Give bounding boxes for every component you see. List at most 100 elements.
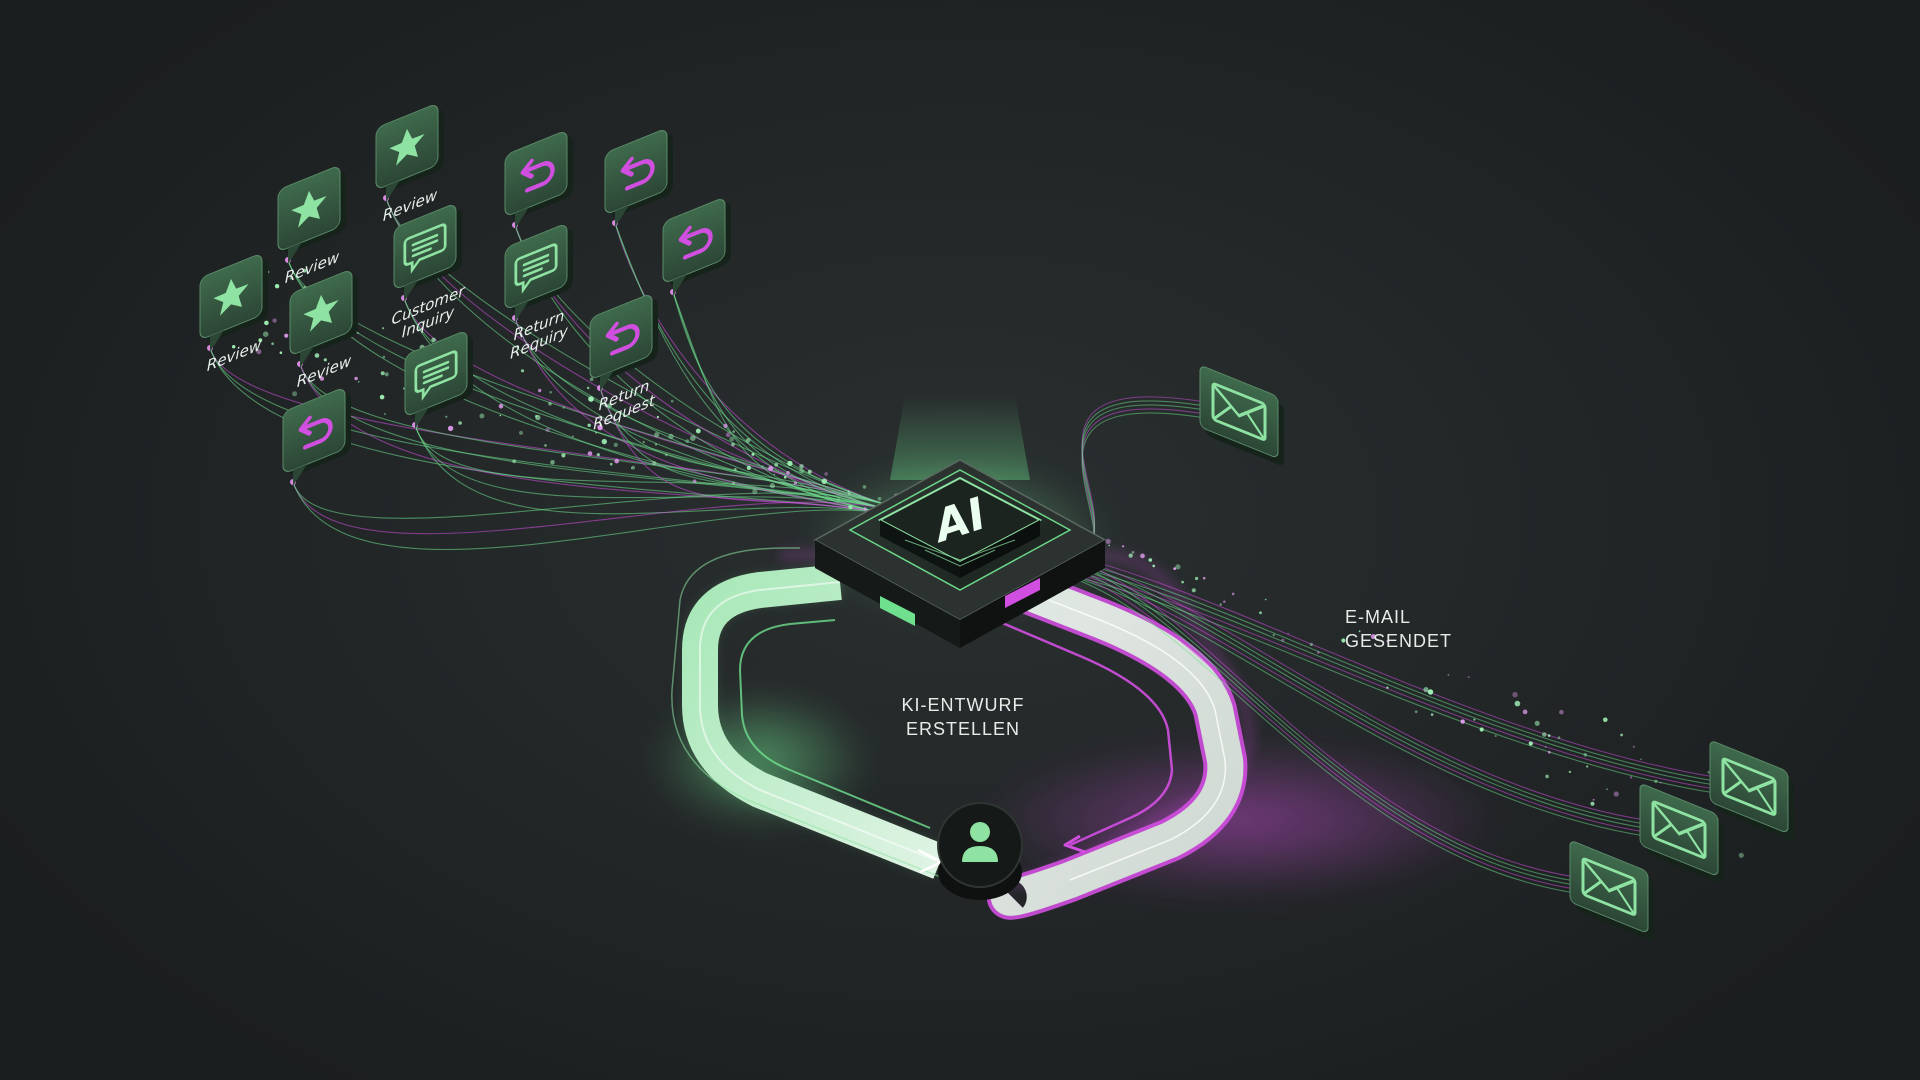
particle-dot [1547,734,1551,737]
human-review-node [937,802,1023,900]
step-sent-label: E-MAIL GESENDET [1345,607,1452,651]
particle-dot [588,396,594,402]
particle-dot [1191,588,1196,593]
particle-dot [562,406,565,409]
particle-dot [1548,750,1551,754]
card-face [589,295,653,378]
particle-dot [1467,676,1470,678]
card-face [282,389,346,472]
particle-dot [1287,632,1289,635]
particle-dot [549,391,552,394]
particle-dot [652,461,657,466]
particle-dot [609,462,613,466]
review-loop-track [671,547,1254,920]
particle-dot [1202,576,1206,580]
particle-dot [601,438,607,445]
stream-line [514,317,891,507]
input-card-review: Review [375,105,444,225]
particle-dot [668,433,674,440]
envelope-face [1639,784,1719,876]
output-envelope-card [1199,366,1284,465]
ai-hub: AI [810,395,1110,648]
particle-dot [656,415,660,419]
particle-dot [729,436,735,442]
particle-dot [586,386,590,390]
particle-dot [1528,741,1533,746]
particle-dot [550,460,555,465]
particle-dot [571,435,574,438]
particle-dot [752,488,758,495]
input-card-return [604,130,673,227]
particle-dot [272,318,277,323]
output-stream-line [1039,564,1576,890]
particle-dot [561,453,566,458]
particle-dot [774,462,779,467]
particle-dot [1173,567,1177,570]
particle-dot [1386,640,1389,643]
particle-dot [544,444,547,447]
particle-dot [1473,718,1476,721]
output-envelope-card [1639,784,1724,883]
output-stream-line [1039,559,1576,886]
stream-line [614,222,891,511]
particle-dot [1632,745,1635,748]
input-card-inquiry [404,332,473,429]
stream-line [414,424,891,507]
particle-dot [1131,551,1135,554]
particle-dot [1534,720,1540,726]
particle-dot [1592,798,1595,801]
output-stream-line [1039,549,1576,878]
output-stream-line [1039,554,1716,782]
particle-dot [587,451,593,456]
particle-dot [1309,642,1313,647]
sent-label-line2: GESENDET [1345,631,1452,651]
particle-dot [607,403,612,409]
particle-dot [1152,564,1155,568]
output-stream-line [1039,569,1576,894]
particle-dot [264,320,269,326]
particle-dot [733,468,737,471]
draft-label-line2: ERSTELLEN [906,719,1020,739]
particle-dot [654,443,658,446]
particle-dot [302,268,307,273]
stream-line [292,481,891,519]
particle-dot [479,413,485,419]
particle-dot [498,403,504,409]
envelope-face [1709,741,1789,833]
particle-dot [292,391,298,397]
particle-dot [256,349,262,355]
particle-dot [519,430,523,435]
particle-dot [1358,630,1361,633]
card-face [662,199,726,282]
particle-dot [1122,545,1125,548]
particle-dot [665,453,668,457]
particle-dot [731,442,735,447]
particle-dot [545,427,550,432]
particle-dot [1370,634,1376,640]
stream-line [672,291,891,511]
stream-line [292,481,891,551]
particle-dot [1545,774,1549,779]
particle-dot [512,459,517,464]
particle-dot [1620,733,1623,737]
particle-dot [1606,788,1608,791]
particle-dot [654,432,660,438]
particle-dot [732,430,735,433]
particle-dot [402,387,405,390]
particle-dot [1542,732,1547,737]
particle-dot [769,483,776,489]
particle-dot [258,338,263,343]
stream-line [514,317,891,511]
particle-dot [379,394,385,400]
particle-dot [631,467,633,470]
particle-dot [1659,781,1662,784]
particle-dot [1603,717,1608,723]
particle-dot [1430,713,1434,716]
output-stream-line [1039,549,1716,778]
particle-dot [732,481,736,485]
output-stream-line [1039,549,1646,821]
particle-dot [614,458,619,464]
user-icon [962,822,998,862]
